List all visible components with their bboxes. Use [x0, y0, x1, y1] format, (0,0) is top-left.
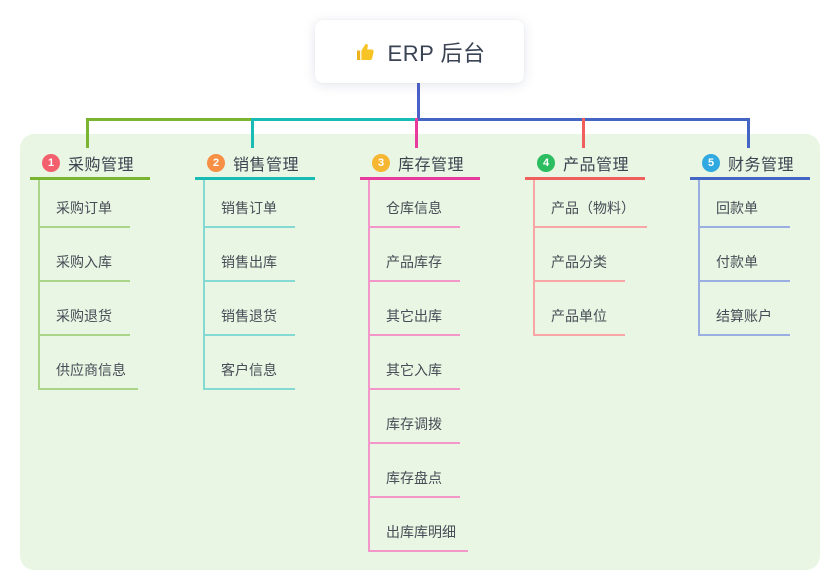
root-node[interactable]: ERP 后台 — [315, 20, 524, 83]
branch-number-badge: 2 — [207, 153, 225, 172]
child-node[interactable]: 其它入库 — [370, 336, 468, 390]
child-node[interactable]: 采购退货 — [40, 282, 138, 336]
child-node-label: 销售退货 — [205, 306, 295, 336]
branch-drop-line — [415, 118, 418, 148]
child-node-label: 产品（物料） — [535, 198, 647, 228]
child-node[interactable]: 付款单 — [700, 228, 790, 282]
child-node-label: 出库库明细 — [370, 522, 468, 552]
child-node-label: 回款单 — [700, 198, 790, 228]
child-node[interactable]: 产品（物料） — [535, 180, 647, 228]
child-node[interactable]: 出库库明细 — [370, 498, 468, 552]
branch-children: 销售订单销售出库销售退货客户信息 — [203, 180, 295, 390]
child-node[interactable]: 产品库存 — [370, 228, 468, 282]
child-node-label: 仓库信息 — [370, 198, 460, 228]
child-node-label: 产品分类 — [535, 252, 625, 282]
thumbs-up-icon — [354, 40, 378, 64]
child-node-label: 付款单 — [700, 252, 790, 282]
branch-title-label: 采购管理 — [68, 156, 135, 174]
branch-number-badge: 1 — [42, 153, 60, 172]
branch-title-label: 财务管理 — [728, 156, 795, 174]
branch-column: 2 销售管理销售订单销售出库销售退货客户信息 — [195, 148, 315, 390]
child-node[interactable]: 销售出库 — [205, 228, 295, 282]
child-node-label: 客户信息 — [205, 360, 295, 390]
branch-drop-line — [86, 118, 89, 148]
branch-title-label: 库存管理 — [398, 156, 465, 174]
branch-column: 1 采购管理采购订单采购入库采购退货供应商信息 — [30, 148, 150, 390]
branch-node[interactable]: 5 财务管理 — [690, 148, 810, 180]
child-node-label: 产品单位 — [535, 306, 625, 336]
branch-children: 回款单付款单结算账户 — [698, 180, 790, 336]
bus-line-segment — [253, 118, 416, 121]
branch-drop-line — [747, 118, 750, 148]
child-node-label: 采购退货 — [40, 306, 130, 336]
child-node-label: 库存盘点 — [370, 468, 460, 498]
branch-children: 仓库信息产品库存其它出库其它入库库存调拨库存盘点出库库明细 — [368, 180, 468, 552]
branch-column: 5 财务管理回款单付款单结算账户 — [690, 148, 810, 336]
child-node[interactable]: 销售退货 — [205, 282, 295, 336]
branch-number-badge: 4 — [537, 153, 555, 172]
child-node-label: 结算账户 — [700, 306, 790, 336]
branch-node[interactable]: 3 库存管理 — [360, 148, 480, 180]
branch-children: 采购订单采购入库采购退货供应商信息 — [38, 180, 138, 390]
root-title: ERP 后台 — [387, 40, 486, 66]
branch-title-label: 产品管理 — [563, 156, 630, 174]
child-node-label: 采购订单 — [40, 198, 130, 228]
branch-number-badge: 3 — [372, 153, 390, 172]
child-node[interactable]: 销售订单 — [205, 180, 295, 228]
bus-line-segment — [86, 118, 253, 121]
branch-column: 3 库存管理仓库信息产品库存其它出库其它入库库存调拨库存盘点出库库明细 — [360, 148, 480, 552]
child-node[interactable]: 库存调拨 — [370, 390, 468, 444]
branch-children: 产品（物料） 产品分类产品单位 — [533, 180, 647, 336]
child-node-label: 销售出库 — [205, 252, 295, 282]
child-node[interactable]: 仓库信息 — [370, 180, 468, 228]
branch-node[interactable]: 1 采购管理 — [30, 148, 150, 180]
child-node-label: 库存调拨 — [370, 414, 460, 444]
child-node-label: 其它出库 — [370, 306, 460, 336]
child-node-label: 产品库存 — [370, 252, 460, 282]
branch-title-label: 销售管理 — [233, 156, 300, 174]
child-node[interactable]: 采购入库 — [40, 228, 138, 282]
child-node[interactable]: 其它出库 — [370, 282, 468, 336]
branch-drop-line — [251, 118, 254, 148]
branch-node[interactable]: 4 产品管理 — [525, 148, 645, 180]
child-node-label: 供应商信息 — [40, 360, 138, 390]
child-node[interactable]: 产品分类 — [535, 228, 647, 282]
child-node[interactable]: 结算账户 — [700, 282, 790, 336]
branch-drop-line — [582, 118, 585, 148]
child-node[interactable]: 供应商信息 — [40, 336, 138, 390]
branch-column: 4 产品管理产品（物料） 产品分类产品单位 — [525, 148, 647, 336]
child-node[interactable]: 回款单 — [700, 180, 790, 228]
child-node-label: 采购入库 — [40, 252, 130, 282]
child-node-label: 销售订单 — [205, 198, 295, 228]
child-node-label: 其它入库 — [370, 360, 460, 390]
child-node[interactable]: 产品单位 — [535, 282, 647, 336]
branch-number-badge: 5 — [702, 153, 720, 172]
child-node[interactable]: 库存盘点 — [370, 444, 468, 498]
branch-node[interactable]: 2 销售管理 — [195, 148, 315, 180]
child-node[interactable]: 客户信息 — [205, 336, 295, 390]
root-stem-line — [417, 83, 420, 118]
child-node[interactable]: 采购订单 — [40, 180, 138, 228]
